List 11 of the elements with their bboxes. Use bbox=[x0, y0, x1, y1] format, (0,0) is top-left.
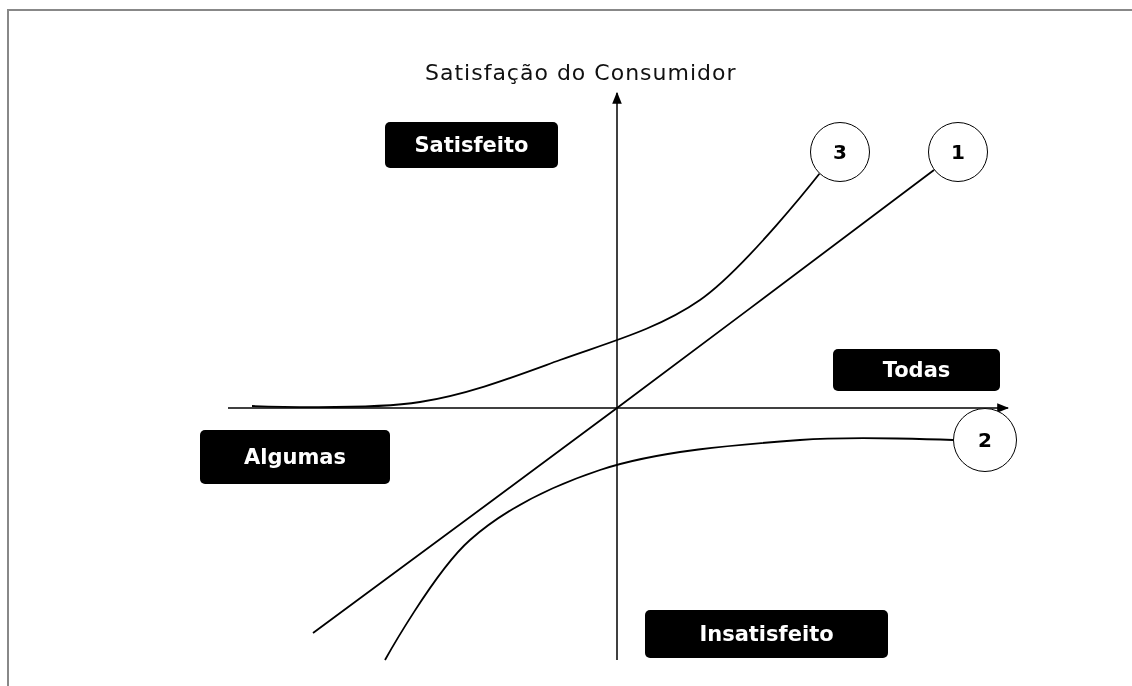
label-box: Algumas bbox=[200, 430, 390, 484]
number-circle: 2 bbox=[953, 408, 1017, 472]
curve-line bbox=[251, 172, 821, 409]
axis-title: Satisfação do Consumidor bbox=[425, 60, 737, 85]
curve-line bbox=[384, 437, 954, 661]
curve-line bbox=[312, 169, 935, 634]
number-circle: 1 bbox=[928, 122, 988, 182]
label-box: Todas bbox=[833, 349, 1000, 391]
number-circle: 3 bbox=[810, 122, 870, 182]
label-box: Satisfeito bbox=[385, 122, 558, 168]
label-box: Insatisfeito bbox=[645, 610, 888, 658]
